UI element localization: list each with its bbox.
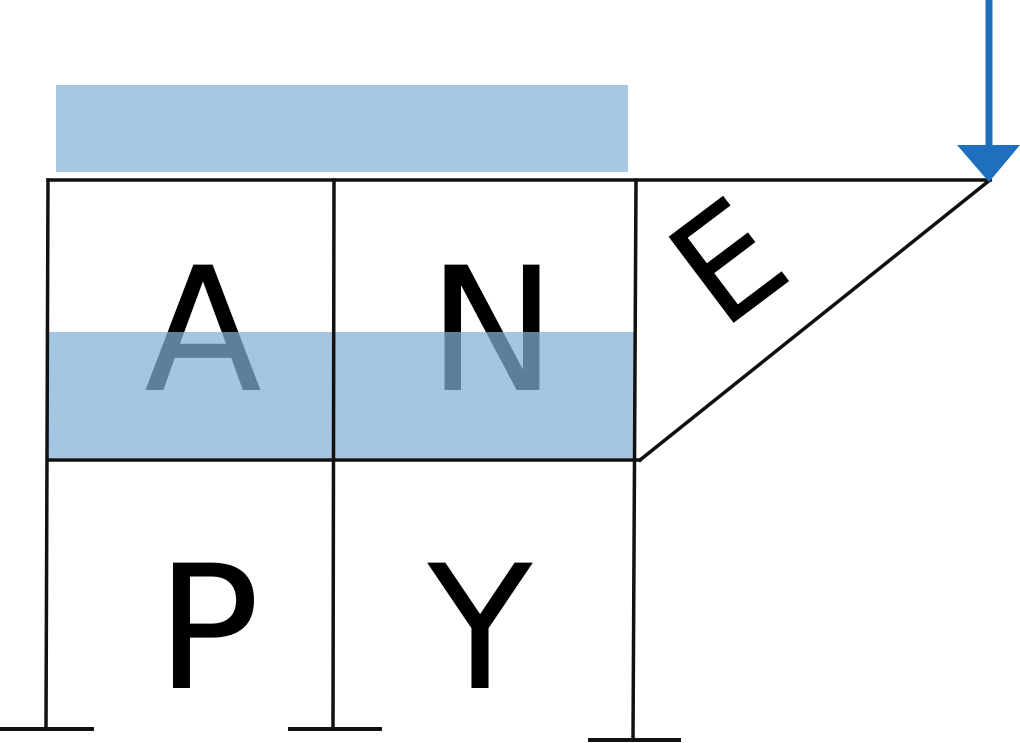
letter-p: P — [156, 528, 260, 729]
right-column — [631, 178, 638, 742]
letter-y: Y — [426, 528, 533, 729]
middle-load-band — [48, 332, 636, 458]
cantilever-diagonal — [637, 177, 993, 463]
letter-e: E — [640, 166, 818, 360]
top-load-band — [56, 85, 628, 172]
left-column — [44, 178, 50, 730]
center-column — [331, 178, 336, 730]
load-arrow-head — [957, 145, 1020, 182]
